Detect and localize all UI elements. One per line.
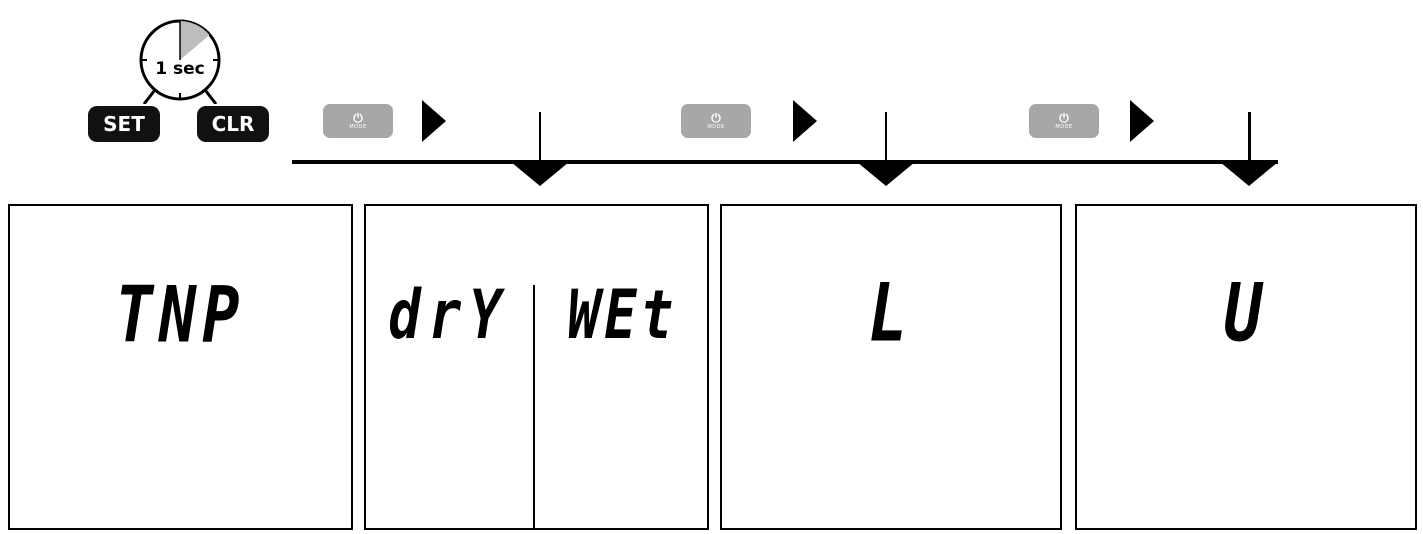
lcd-readout-wet: WEt bbox=[567, 274, 678, 354]
mode-button[interactable]: ⏻ MODE bbox=[323, 104, 393, 138]
display-panel-1 bbox=[8, 204, 353, 530]
timer-label: 1 sec bbox=[155, 59, 204, 79]
arrow-right-icon bbox=[422, 100, 446, 142]
timer-icon: 1 sec bbox=[139, 19, 221, 104]
clr-key[interactable]: CLR bbox=[197, 106, 269, 142]
arrow-right-icon bbox=[1130, 100, 1154, 142]
lcd-readout-dry: drY bbox=[388, 274, 510, 354]
display-panel-3 bbox=[720, 204, 1062, 530]
set-key[interactable]: SET bbox=[88, 106, 160, 142]
panel-divider bbox=[533, 285, 535, 530]
mode-button[interactable]: ⏻ MODE bbox=[1029, 104, 1099, 138]
timeline-tick bbox=[1248, 112, 1251, 162]
timeline-line bbox=[292, 160, 1278, 164]
lcd-readout-l: L bbox=[868, 267, 914, 361]
mode-button-label: MODE bbox=[1055, 123, 1073, 130]
power-icon: ⏻ bbox=[1059, 110, 1069, 125]
power-icon: ⏻ bbox=[353, 110, 363, 125]
timeline-tick bbox=[539, 112, 541, 162]
mode-button[interactable]: ⏻ MODE bbox=[681, 104, 751, 138]
mode-button-label: MODE bbox=[707, 123, 725, 130]
display-panel-2 bbox=[364, 204, 709, 530]
arrow-down-icon bbox=[511, 162, 569, 186]
lcd-readout-tnp: TNP bbox=[115, 268, 246, 360]
display-panel-4 bbox=[1075, 204, 1417, 530]
arrow-right-icon bbox=[793, 100, 817, 142]
power-icon: ⏻ bbox=[711, 110, 721, 125]
mode-button-label: MODE bbox=[349, 123, 367, 130]
lcd-readout-u: U bbox=[1223, 267, 1269, 361]
arrow-down-icon bbox=[1220, 162, 1278, 186]
arrow-down-icon bbox=[857, 162, 915, 186]
timeline-tick bbox=[885, 112, 887, 162]
